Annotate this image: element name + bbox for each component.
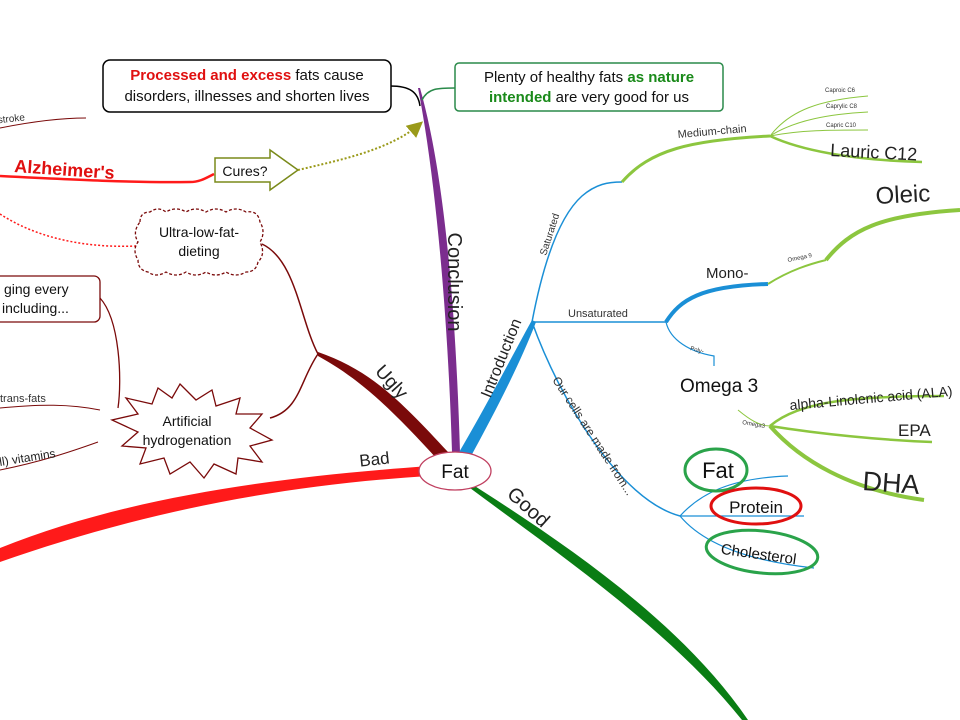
center-label: Fat: [441, 462, 469, 483]
stroke-label: stroke: [0, 112, 26, 126]
epa-label: EPA: [898, 421, 931, 440]
aging-connector: [99, 297, 121, 409]
processed-box: [102, 59, 392, 113]
cells-label: Our cells are made from...: [549, 374, 636, 498]
cures-label: Cures?: [222, 163, 267, 179]
caprylic-label: Caprylic C8: [826, 104, 858, 110]
caprylic-line: [769, 111, 869, 137]
dha-line: [768, 424, 925, 502]
cells-fat-line: [679, 475, 789, 517]
ugly-branch: [318, 352, 448, 460]
aging-line1: ging every: [4, 281, 69, 297]
lauric-line: [769, 134, 923, 164]
saturated-label: Saturated: [538, 212, 562, 257]
bad-label: Bad: [358, 449, 390, 471]
aging-box: [0, 275, 101, 323]
lauric-label: Lauric C12: [830, 140, 918, 165]
cells-cholesterol-line: [679, 515, 815, 569]
mono-line: [664, 282, 769, 324]
ultra-dotted-line: [0, 213, 137, 248]
processed-connector: [389, 85, 421, 107]
poly-label: Poly-: [690, 346, 705, 355]
healthy-box: [454, 62, 724, 112]
conclusion-label: Conclusion: [443, 233, 465, 332]
dha-label: DHA: [862, 466, 921, 500]
oleic-label: Oleic: [875, 180, 931, 210]
cholesterol-ellipse: [704, 528, 820, 576]
stroke-line: [0, 117, 87, 129]
cells-line: [531, 321, 681, 517]
epa-line: [769, 424, 933, 444]
hydrogenation-line1: Artificial: [162, 413, 211, 429]
healthy-connector: [421, 87, 456, 101]
processed-line2: disorders, illnesses and shorten lives: [124, 88, 369, 105]
aging-line2: including...: [2, 300, 69, 316]
medium-chain-line: [620, 134, 771, 183]
omega3-small-line: [737, 409, 771, 427]
poly-line: [665, 321, 715, 366]
alzheimers-line: [0, 172, 215, 184]
ugly-connector-ultra: [261, 243, 319, 355]
ultra-cloud: [134, 208, 264, 276]
hydrogenation-line2: hydrogenation: [143, 432, 232, 448]
cures-dotted-connector: [297, 121, 424, 171]
saturated-line: [531, 181, 623, 323]
fat-ellipse: [683, 447, 749, 493]
protein-label: Protein: [729, 498, 783, 517]
healthy-line1: Plenty of healthy fats as nature: [484, 69, 694, 86]
bad-branch: [0, 466, 430, 562]
oleic-line: [824, 208, 960, 262]
omega3-small-label: Omega3: [742, 420, 766, 430]
trans-fats-label: trans-fats: [0, 393, 46, 405]
ala-label: alpha-Linolenic acid (ALA): [789, 383, 953, 413]
ala-line: [769, 394, 945, 427]
trans-fats-line: [0, 404, 101, 411]
introduction-branch: [458, 320, 536, 458]
ultra-line2: dieting: [178, 243, 219, 259]
omega9-line: [767, 259, 827, 285]
caproic-label: Caproic C6: [825, 88, 856, 94]
processed-line1: Processed and excess fats cause: [130, 67, 363, 84]
omega3-big-label: Omega 3: [680, 376, 758, 397]
ultra-line1: Ultra-low-fat-: [159, 224, 239, 240]
center-node: [418, 451, 492, 491]
cholesterol-label: Cholesterol: [720, 541, 798, 568]
cures-arrow-shape: [214, 148, 300, 192]
alzheimers-label: Alzheimer's: [14, 156, 115, 183]
fat-cell-label: Fat: [702, 458, 734, 483]
healthy-line2: intended are very good for us: [489, 89, 689, 106]
caproic-line: [769, 95, 869, 137]
good-branch: [462, 478, 748, 720]
capric-line: [769, 129, 869, 137]
unsaturated-label: Unsaturated: [568, 308, 628, 320]
mono-label: Mono-: [706, 265, 749, 282]
capric-label: Capric C10: [826, 123, 857, 129]
vitamins-line: [0, 441, 99, 471]
conclusion-branch: [418, 88, 460, 452]
ugly-connector-hydro: [269, 353, 319, 419]
medium-chain-label: Medium-chain: [677, 123, 747, 141]
omega9-label: Omega 9: [787, 253, 813, 264]
hydrogenation-burst: [110, 382, 274, 480]
vitamins-label: ll) vitamins: [0, 446, 56, 469]
protein-ellipse: [709, 486, 803, 526]
